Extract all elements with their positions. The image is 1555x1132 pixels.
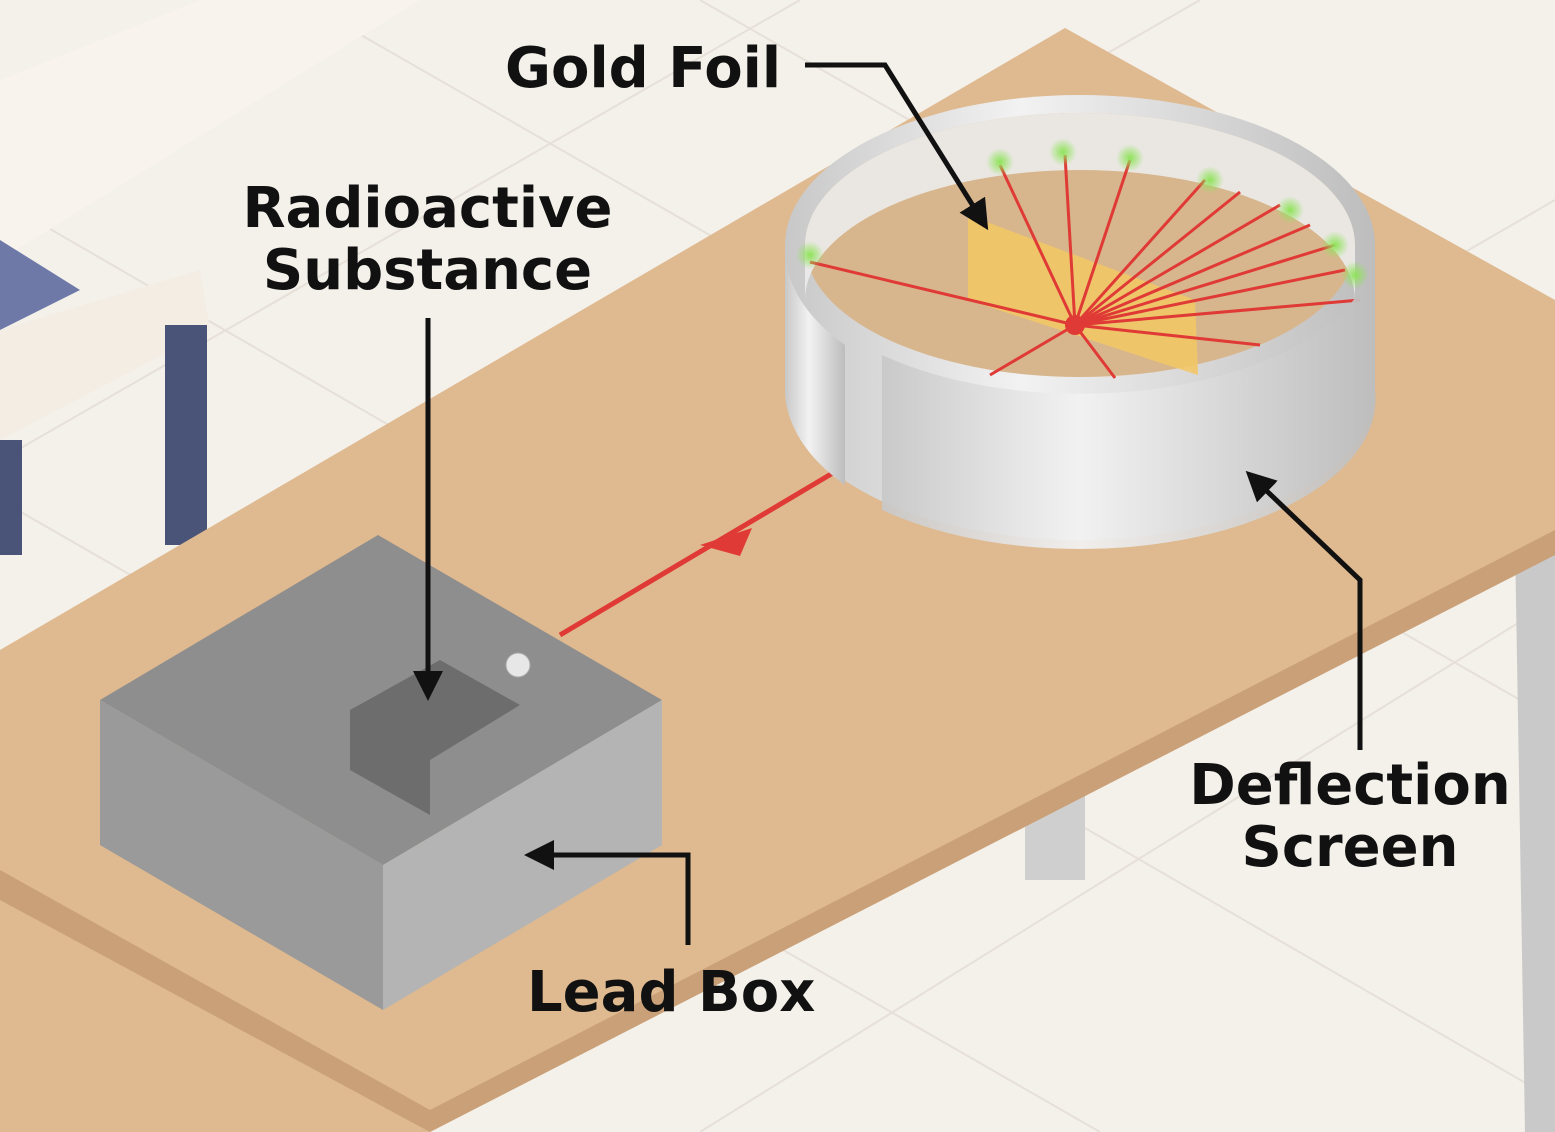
radioactive-substance-label: Radioactive Substance (235, 178, 620, 302)
label-line: Radioactive (242, 176, 613, 241)
screen-front-left (784, 245, 845, 485)
lead-box (100, 535, 662, 1010)
hit-points (796, 138, 1369, 289)
background-shelf (0, 0, 420, 555)
label-line: Deflection (1189, 753, 1511, 818)
deflected-rays (809, 154, 1361, 379)
radioactive-substance (350, 660, 520, 815)
gold-foil-label: Gold Foil (505, 36, 782, 101)
lead-box-label: Lead Box (527, 960, 816, 1025)
label-line: Substance (262, 238, 593, 303)
label-line: Screen (1241, 815, 1459, 880)
alpha-beam (558, 442, 882, 638)
pointer-arrows (413, 62, 1363, 945)
beam-arrowhead (700, 528, 752, 556)
gold-foil (968, 215, 1198, 375)
impact-point (1065, 315, 1085, 335)
deflection-screen-label: Deflection Screen (1180, 755, 1520, 879)
